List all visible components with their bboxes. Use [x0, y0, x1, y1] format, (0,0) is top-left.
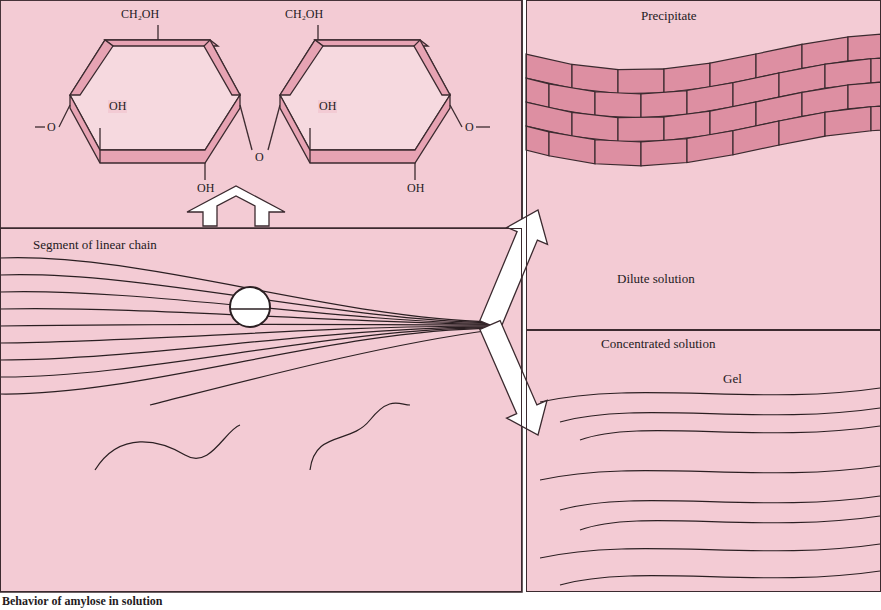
amylose-chain — [0, 327, 492, 360]
precipitate-brick — [848, 82, 881, 109]
amylose-chain — [95, 425, 240, 470]
solution-panel: PrecipitateDilute solution — [526, 0, 881, 330]
panel-label: Segment of linear chain — [31, 237, 159, 252]
gel-chain — [580, 516, 880, 530]
gel-chain — [580, 426, 880, 440]
precipitate-brick — [733, 121, 779, 155]
gel-chain — [540, 544, 880, 558]
amylose-chain — [0, 328, 492, 377]
precipitate-brick — [871, 106, 881, 131]
amylose-chain — [310, 403, 410, 470]
gel-chain — [560, 408, 880, 422]
formula-label: O — [46, 121, 57, 134]
precipitate-brick — [549, 132, 595, 164]
formula-label: OH — [406, 182, 425, 195]
precipitate-brick — [871, 58, 881, 83]
formula-label: OH — [196, 182, 215, 195]
figure-caption: Behavior of amylose in solution — [2, 594, 162, 609]
formula-label: O — [464, 121, 475, 134]
formula-label: OH — [318, 100, 337, 113]
gel-chain — [560, 496, 880, 510]
precipitate-brick — [618, 69, 664, 94]
formula-label: CH₂OH — [284, 8, 324, 21]
panel-label: Precipitate — [639, 8, 699, 23]
gel-chain — [560, 571, 880, 585]
precipitate-brick — [526, 126, 549, 156]
precipitate-brick — [641, 139, 687, 166]
block-arrow — [480, 321, 547, 435]
precipitate-brick — [779, 112, 825, 145]
precipitate-brick — [825, 107, 871, 136]
precipitate-brick — [595, 92, 641, 118]
amylose-chain — [150, 330, 492, 405]
gel-chain — [540, 388, 880, 402]
panel-label: Concentrated solution — [599, 336, 717, 351]
precipitate-brick — [618, 117, 664, 142]
gel-chain — [540, 466, 880, 480]
panel-label: Gel — [721, 371, 744, 386]
precipitate-brick — [848, 34, 881, 61]
precipitate-brick — [641, 91, 687, 118]
precipitate-brick — [595, 140, 641, 166]
formula-label: OH — [108, 100, 127, 113]
solution-panel: Concentrated solutionGel — [526, 330, 881, 592]
panel-label: Dilute solution — [615, 271, 697, 286]
amylose-chain — [0, 328, 492, 394]
solution-panel: Segment of linear chain — [0, 228, 522, 592]
formula-label: CH₂OH — [120, 8, 160, 21]
precipitate-brick — [687, 131, 733, 163]
formula-label: O — [254, 151, 265, 164]
